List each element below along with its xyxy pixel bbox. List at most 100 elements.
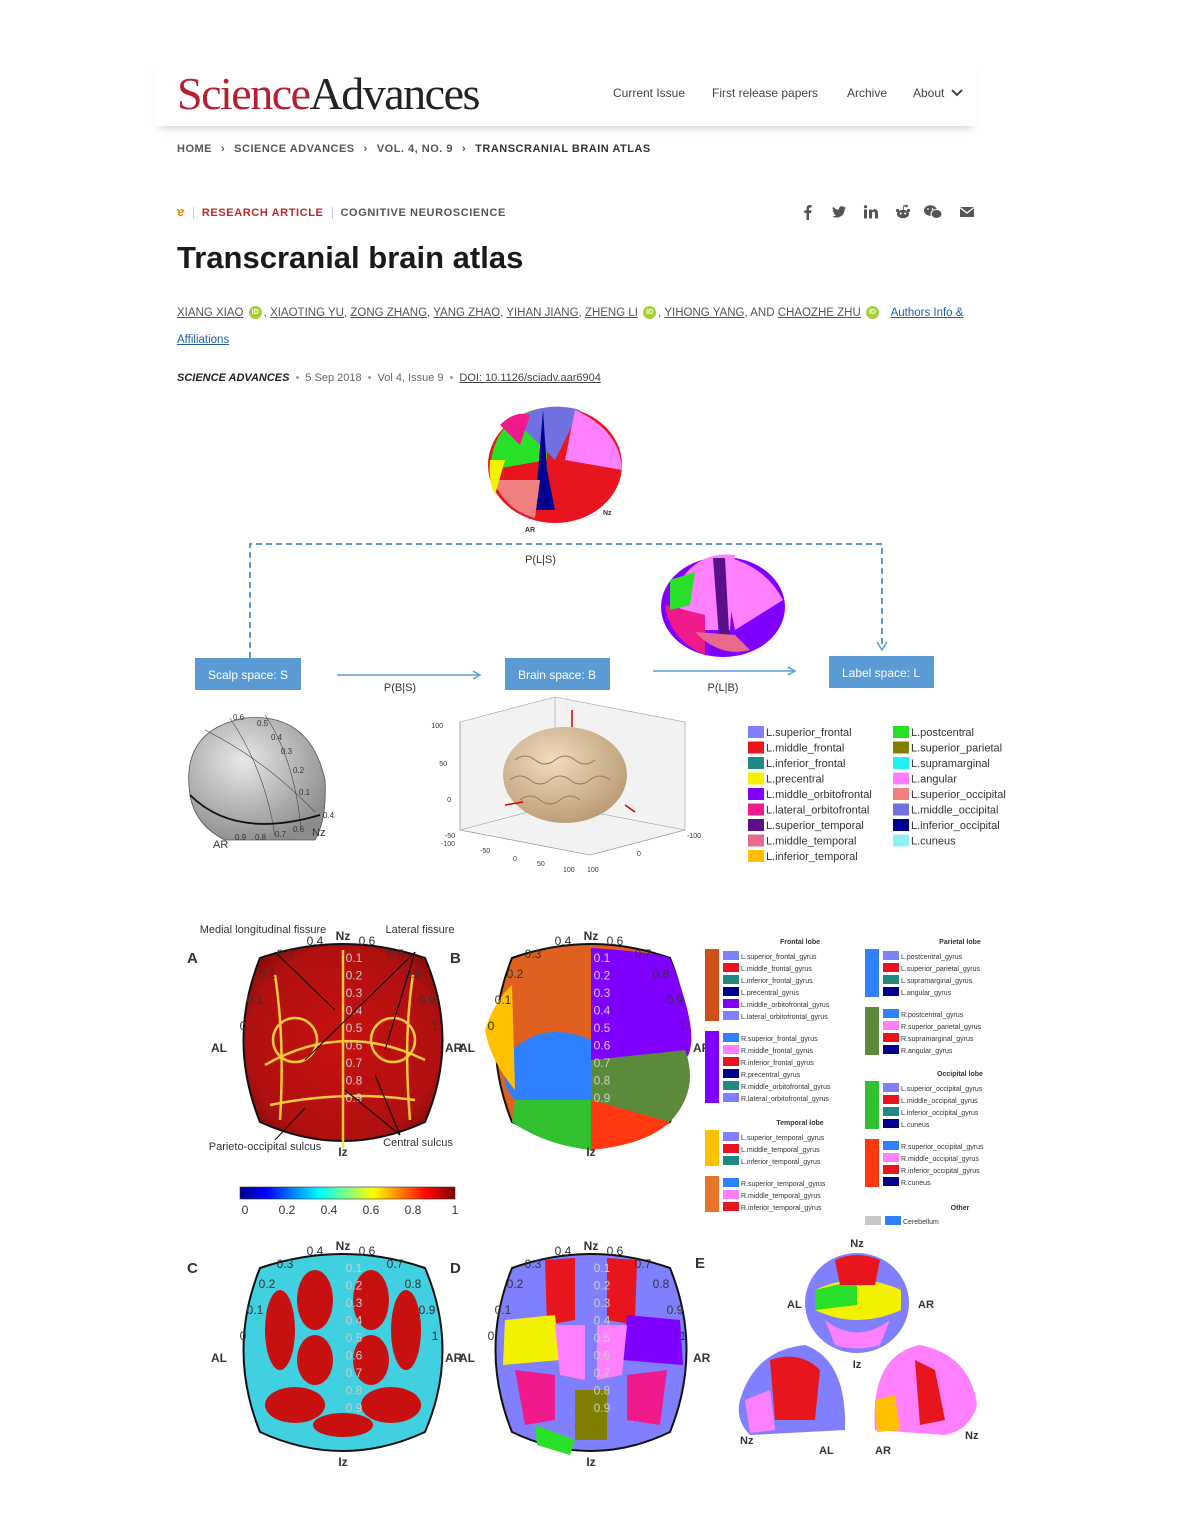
lobe-swatch (705, 1130, 719, 1166)
midline-tick: 0.1 (594, 951, 611, 965)
linkedin-icon[interactable] (863, 204, 879, 220)
rim-tick: 1 (432, 1019, 439, 1033)
wechat-icon[interactable] (923, 204, 943, 220)
region-label: L.inferior_frontal_gyrus (741, 978, 813, 985)
rim-tick: 0.6 (607, 1244, 624, 1258)
lobe-legend: Frontal lobeL.superior_frontal_gyrusL.mi… (705, 939, 984, 1226)
facebook-icon[interactable] (800, 204, 816, 220)
orcid-icon[interactable]: iD (643, 306, 657, 320)
colorbar-tick: 0 (242, 1203, 249, 1217)
midline-tick: 0.7 (594, 1366, 611, 1380)
region-label: L.precentral_gyrus (741, 990, 799, 997)
journal-name: SCIENCE ADVANCES (177, 372, 290, 384)
author-link[interactable]: XIAOTING YU (270, 307, 344, 319)
article-figure[interactable]: AR Nz P(L|S) Scalp space: S Brain space:… (175, 400, 1025, 1470)
rim-tick: 0.9 (419, 993, 436, 1007)
region-swatch (723, 1178, 739, 1187)
panel-b-label-map (485, 943, 692, 1150)
map-label-al: AL (459, 1351, 475, 1365)
legend-swatch (748, 834, 764, 847)
legend-label: L.middle_temporal (766, 836, 857, 848)
axis-tick: 0 (447, 797, 451, 804)
legend-swatch (893, 757, 909, 769)
rim-tick: 0.3 (277, 1257, 294, 1271)
panel-e-3d-views (738, 1253, 977, 1435)
volume-issue[interactable]: Vol 4, Issue 9 (377, 372, 444, 384)
legend-swatch (748, 772, 764, 785)
region-swatch (723, 1081, 739, 1090)
panel-label-b: B (450, 950, 461, 967)
panel-c-probability-map (242, 1253, 444, 1452)
authors-info-affiliations-link[interactable]: Authors Info & Affiliations (177, 307, 964, 346)
region-label: L.superior_frontal_gyrus (741, 954, 817, 961)
annotation-parieto-occipital: Parieto-occipital sulcus (209, 1141, 322, 1153)
label-p-bs: P(B|S) (384, 682, 416, 694)
breadcrumb-current: TRANSCRANIAL BRAIN ATLAS (475, 143, 651, 155)
rim-tick: 0.8 (405, 1277, 422, 1291)
legend-swatch (893, 819, 909, 831)
chevron-down-icon (950, 89, 963, 97)
legend-label: L.cuneus (911, 836, 956, 848)
legend-label: L.postcentral (911, 727, 974, 739)
nav-first-release-papers[interactable]: First release papers (712, 86, 819, 100)
breadcrumb-journal[interactable]: SCIENCE ADVANCES (234, 143, 355, 155)
panel-d-label-map (494, 1253, 688, 1455)
breadcrumb-home[interactable]: HOME (177, 143, 212, 155)
author-link[interactable]: YANG ZHAO (433, 307, 501, 319)
nav-about[interactable]: About (913, 86, 963, 100)
lobe-title: Other (951, 1205, 970, 1212)
region-swatch (723, 1144, 739, 1153)
orcid-icon[interactable]: iD (865, 306, 879, 320)
rim-tick: 0 (240, 1329, 247, 1343)
reddit-icon[interactable] (895, 204, 911, 220)
author-link[interactable]: CHAOZHE ZHU (777, 307, 861, 319)
axis-tick: 100 (431, 723, 443, 730)
legend-swatch (748, 819, 764, 831)
region-swatch (883, 1153, 899, 1162)
region-label: L.middle_occipital_gyrus (901, 1098, 978, 1105)
brain-space-box (505, 658, 610, 690)
breadcrumb-issue[interactable]: VOL. 4, NO. 9 (376, 143, 453, 155)
axis-tick: 100 (587, 867, 599, 874)
region-label: L.inferior_occipital_gyrus (901, 1110, 979, 1117)
rim-tick: 0.1 (495, 993, 512, 1007)
region-swatch (723, 1011, 739, 1020)
label-space-label: Label space: L (842, 666, 920, 680)
midline-tick: 0.1 (346, 951, 363, 965)
e-label-nz: Nz (850, 1238, 864, 1250)
region-swatch (723, 1033, 739, 1042)
label-nz-top: Nz (603, 510, 612, 517)
journal-logo[interactable]: ScienceAdvances (177, 70, 480, 118)
panel-label-d: D (450, 1260, 461, 1277)
author-link[interactable]: YIHAN JIANG (506, 307, 579, 319)
email-icon[interactable] (959, 204, 975, 220)
region-swatch (883, 1107, 899, 1116)
legend-label: L.inferior_temporal (766, 851, 858, 863)
author-link[interactable]: XIANG XIAO (177, 307, 244, 319)
axis-tick: 50 (439, 761, 447, 768)
twitter-icon[interactable] (831, 204, 847, 220)
lobe-swatch (865, 949, 879, 997)
axis-tick: -100 (687, 833, 701, 840)
region-swatch (723, 1045, 739, 1054)
author-link[interactable]: ZHENG LI (584, 307, 638, 319)
region-swatch (883, 1045, 899, 1054)
author-link[interactable]: ZONG ZHANG (350, 307, 428, 319)
midline-tick: 0.8 (346, 1384, 363, 1398)
nav-current-issue[interactable]: Current Issue (613, 86, 686, 100)
legend-swatch (748, 741, 764, 754)
rim-tick: 1 (432, 1329, 439, 1343)
map-label-al: AL (211, 1041, 227, 1055)
midline-tick: 0.5 (594, 1021, 611, 1035)
article-subject[interactable]: COGNITIVE NEUROSCIENCE (340, 207, 506, 219)
midline-tick: 0.6 (346, 1039, 363, 1053)
e-label-nz-left: Nz (740, 1435, 754, 1447)
region-swatch (723, 1093, 739, 1102)
region-swatch (723, 987, 739, 996)
article-type[interactable]: RESEARCH ARTICLE (201, 207, 324, 219)
orcid-icon[interactable]: iD (248, 306, 262, 320)
author-link[interactable]: YIHONG YANG (664, 307, 745, 319)
doi-link[interactable]: DOI: 10.1126/sciadv.aar6904 (459, 372, 601, 384)
region-label: R.middle_frontal_gyrus (741, 1048, 813, 1055)
nav-archive[interactable]: Archive (847, 86, 888, 100)
